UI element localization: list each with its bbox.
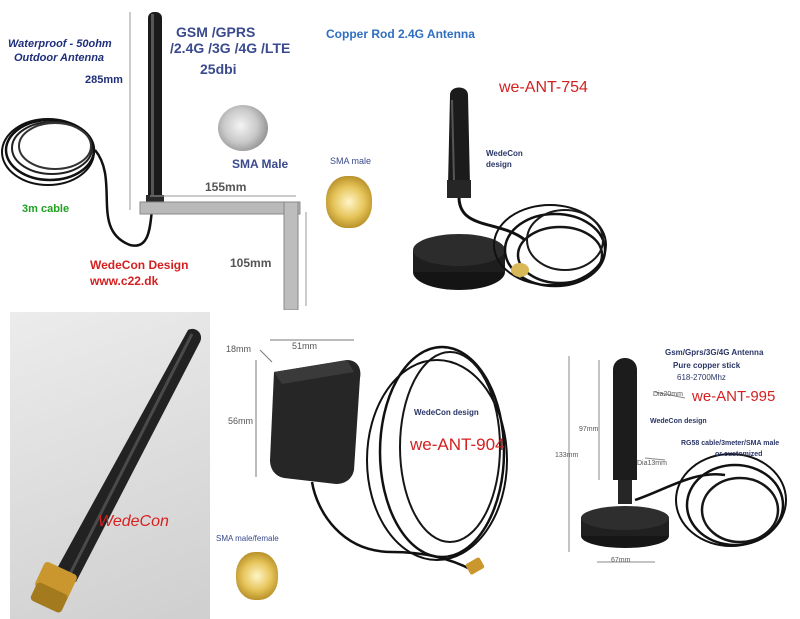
connector-label: SMA Male [232, 157, 289, 171]
bands-line1: GSM /GPRS [176, 24, 256, 40]
patch-antenna-illustration [255, 339, 508, 575]
connector-label: SMA male [330, 156, 372, 166]
dim-133-label: 133mm [555, 452, 579, 459]
design-label: WedeCon design [650, 418, 707, 425]
design-label: WedeCon design [414, 408, 479, 417]
spec-line1: Gsm/Gprs/3G/4G Antenna [665, 348, 764, 357]
design-line1: WedeCon [486, 149, 523, 158]
thickness-label: 18mm [226, 344, 252, 354]
magnetic-antenna-illustration [413, 87, 607, 290]
custom-label: or customized [715, 451, 763, 458]
panel-copper-rod-antenna: Copper Rod 2.4G Antenna SMA male we-ANT-… [310, 0, 800, 310]
outdoor-label: Outdoor Antenna [14, 52, 105, 64]
height-label: 285mm [85, 74, 123, 86]
rubber-duck-antenna-illustration [30, 328, 202, 613]
spec-line3: 618-2700Mhz [677, 373, 726, 382]
brand-label: WedeCon Design [90, 258, 189, 272]
panel-patch-antenna: 18mm 51mm 56mm WedeCon design we-ANT-904… [212, 312, 552, 619]
dia-base-label: Dia13mm [637, 460, 667, 467]
connector-label: SMA male/female [216, 534, 279, 543]
cable-label: 3m cable [22, 203, 70, 215]
sma-connector-photo [236, 552, 278, 600]
gain-label: 25dbi [200, 61, 237, 77]
waterproof-label: Waterproof - 50ohm [8, 38, 112, 50]
model-label: we-ANT-904 [410, 435, 505, 454]
width-label: 51mm [292, 341, 318, 351]
bracket-height-label: 105mm [230, 256, 272, 270]
sma-male-photo [326, 176, 372, 228]
sma-connector-photo [218, 105, 268, 151]
watermark-label: WedeCon [98, 513, 169, 530]
spec-line2: Pure copper stick [673, 361, 741, 370]
base-width-label: 67mm [611, 557, 631, 564]
magnetic-antenna-995-illustration [568, 356, 787, 563]
panel-outdoor-antenna: Waterproof - 50ohm Outdoor Antenna 285mm… [0, 0, 320, 310]
dim-97-label: 97mm [579, 426, 599, 433]
model-label: we-ANT-754 [499, 79, 588, 96]
bracket-width-label: 155mm [205, 180, 247, 194]
height-label: 56mm [228, 416, 254, 426]
model-label: we-ANT-995 [692, 388, 776, 405]
website-label: www.c22.dk [90, 274, 159, 288]
dia-top-label: Dia20mm [653, 391, 683, 398]
panel-title: Copper Rod 2.4G Antenna [326, 27, 475, 41]
panel-rubber-duck-photo: WedeCon [10, 312, 210, 619]
outdoor-antenna-illustration [1, 12, 307, 310]
cable-label: RG58 cable/3meter/SMA male [681, 440, 780, 447]
panel-magnetic-antenna: Gsm/Gprs/3G/4G Antenna Pure copper stick… [555, 340, 800, 610]
design-line2: design [486, 160, 512, 169]
bands-line2: /2.4G /3G /4G /LTE [170, 40, 291, 56]
